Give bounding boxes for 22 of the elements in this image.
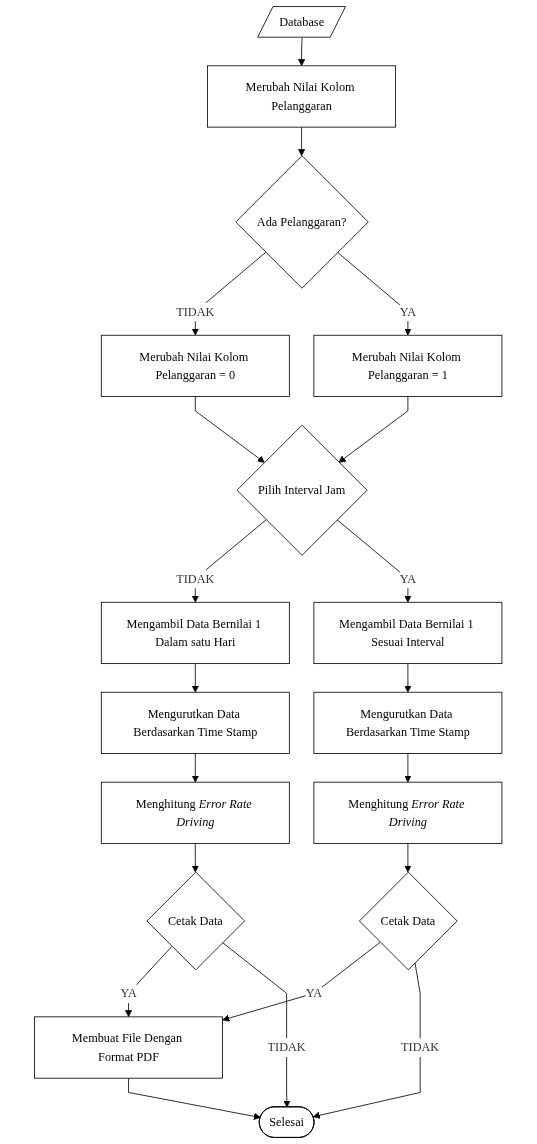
edge-label: YA — [399, 304, 417, 319]
node-box: Merubah Nilai Kolom Pelanggaran = 0 — [101, 334, 291, 397]
node-box: Menghitung Error Rate Driving — [313, 781, 503, 844]
node-box: Membuat File Dengan Format PDF — [34, 1016, 224, 1079]
edge-label: YA — [399, 572, 417, 586]
edge-label: TIDAK — [267, 1040, 306, 1054]
node-box: Merubah Nilai Kolom Pelanggaran — [207, 65, 397, 128]
edge-label: YA — [120, 986, 138, 1000]
node-diamond: Cetak Data — [146, 871, 246, 971]
edge-label: TIDAK — [176, 304, 215, 319]
edge-label: TIDAK — [401, 1040, 440, 1054]
edge-label: YA — [305, 986, 323, 1000]
node-diamond: Pilih Interval Jam — [236, 424, 368, 556]
node-box: Mengurutkan Data Berdasarkan Time Stamp — [313, 691, 503, 754]
edge-label: TIDAK — [176, 572, 215, 586]
node-box: Mengurutkan Data Berdasarkan Time Stamp — [101, 691, 291, 754]
node-box: Menghitung Error Rate Driving — [101, 781, 291, 844]
node-box: Mengambil Data Bernilai 1 Sesuai Interval — [313, 601, 503, 665]
node-box: Mengambil Data Bernilai 1 Dalam satu Hari — [101, 601, 291, 665]
node-diamond: Cetak Data — [359, 871, 458, 971]
node-box: Merubah Nilai Kolom Pelanggaran = 1 — [313, 334, 503, 397]
node-diamond: Ada Pelanggaran? — [235, 155, 369, 289]
